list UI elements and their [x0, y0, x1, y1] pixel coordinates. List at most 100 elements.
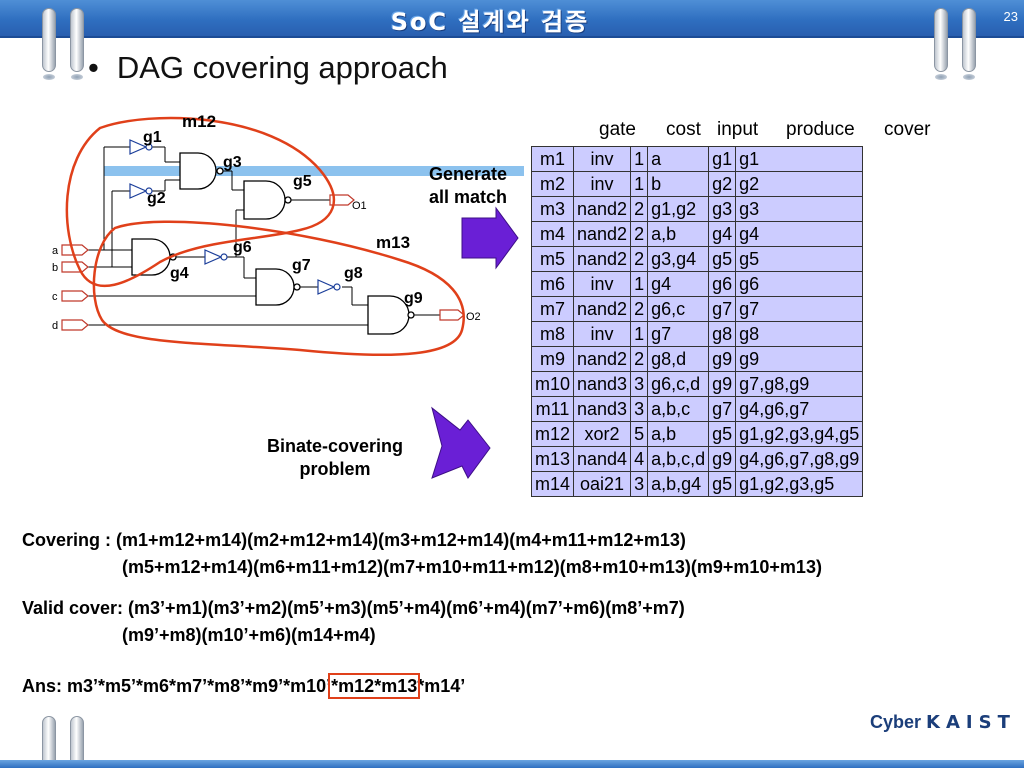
table-cell-m: m7 — [530, 296, 575, 322]
table-cell-input: a,b,g4 — [647, 471, 710, 497]
table-cell-m: m12 — [530, 421, 575, 447]
group-label-m12: m12 — [182, 112, 216, 131]
table-cell-m: m13 — [530, 446, 575, 472]
generate-label-line1: Generate — [428, 164, 508, 184]
col-header-gate: gate — [599, 119, 636, 140]
input-pin-a — [61, 244, 89, 256]
table-cell-m: m10 — [530, 371, 575, 397]
input-label-b: b — [52, 262, 58, 274]
table-cell-cost: 2 — [630, 346, 649, 372]
binate-label-line2: problem — [299, 459, 371, 479]
table-cell-cover: g4 — [735, 221, 864, 247]
table-cell-produce: g5 — [708, 471, 737, 497]
table-cell-produce: g3 — [708, 196, 737, 222]
arrow-right-icon — [461, 206, 519, 270]
inverter-g8-icon — [317, 279, 336, 295]
table-cell-input: a,b,c,d — [647, 446, 710, 472]
generate-label: Generate all match — [412, 163, 524, 209]
table-cell-input: g7 — [647, 321, 710, 347]
table-cell-gate: nand3 — [573, 396, 632, 422]
table-cell-input: g1,g2 — [647, 196, 710, 222]
binder-hole-icon — [71, 74, 83, 80]
table-cell-gate: nand2 — [573, 196, 632, 222]
inverter-g1-icon — [129, 139, 148, 155]
table-cell-cost: 1 — [630, 321, 649, 347]
table-cell-m: m8 — [530, 321, 575, 347]
input-label-c: c — [52, 291, 58, 303]
table-cell-cover: g4,g6,g7,g8,g9 — [735, 446, 864, 472]
input-label-d: d — [52, 320, 58, 332]
valid-cover-line2: (m9’+m8)(m10’+m6)(m14+m4) — [122, 625, 376, 645]
table-cell-cost: 2 — [630, 296, 649, 322]
gate-label-g4: g4 — [170, 265, 189, 282]
table-cell-cost: 2 — [630, 221, 649, 247]
table-cell-m: m11 — [530, 396, 575, 422]
table-cell-cost: 3 — [630, 471, 649, 497]
table-cell-cover: g9 — [735, 346, 864, 372]
table-cell-input: g4 — [647, 271, 710, 297]
logo-kaist-text: KAIST — [926, 712, 1016, 733]
bottom-bar — [0, 760, 1024, 768]
output-pin-o1 — [329, 194, 355, 206]
table-cell-m: m14 — [530, 471, 575, 497]
table-cell-gate: nand4 — [573, 446, 632, 472]
table-cell-cover: g7 — [735, 296, 864, 322]
bus-line — [104, 166, 524, 176]
covering-line2: (m5+m12+m14)(m6+m11+m12)(m7+m10+m11+m12)… — [122, 557, 822, 577]
binder-hole-icon — [43, 74, 55, 80]
nand-g3-icon — [179, 152, 217, 190]
table-cell-cover: g1 — [735, 146, 864, 172]
table-cell-produce: g7 — [708, 396, 737, 422]
table-cell-m: m1 — [530, 146, 575, 172]
binder-ring-icon — [934, 8, 948, 72]
table-cell-produce: g5 — [708, 246, 737, 272]
table-cell-produce: g1 — [708, 146, 737, 172]
table-cell-produce: g9 — [708, 346, 737, 372]
table-cell-produce: g2 — [708, 171, 737, 197]
binder-hole-icon — [963, 74, 975, 80]
table-cell-input: g3,g4 — [647, 246, 710, 272]
table-cell-input: a,b,c — [647, 396, 710, 422]
input-pin-c — [61, 290, 89, 302]
cyber-kaist-logo: Cyber KAIST — [870, 712, 1016, 733]
covering-line1: Covering : (m1+m12+m14)(m2+m12+m14)(m3+m… — [22, 530, 686, 550]
table-cell-gate: inv — [573, 146, 632, 172]
output-label-o2: O2 — [466, 311, 481, 323]
group-label-m13: m13 — [376, 233, 410, 252]
page-number: 23 — [1003, 9, 1018, 24]
table-cell-cover: g7,g8,g9 — [735, 371, 864, 397]
table-cell-cover: g8 — [735, 321, 864, 347]
cover-m12-outline — [65, 116, 336, 288]
col-header-cover: cover — [884, 119, 931, 140]
table-cell-cover: g6 — [735, 271, 864, 297]
gate-label-g1: g1 — [143, 129, 162, 146]
table-cell-cost: 1 — [630, 146, 649, 172]
table-cell-produce: g4 — [708, 221, 737, 247]
gate-label-g7: g7 — [292, 257, 311, 274]
table-cell-produce: g5 — [708, 421, 737, 447]
binder-hole-icon — [935, 74, 947, 80]
col-header-input: input — [717, 119, 759, 140]
table-cell-cover: g5 — [735, 246, 864, 272]
table-cell-input: g8,d — [647, 346, 710, 372]
gate-label-g6: g6 — [233, 239, 252, 256]
binder-ring-icon — [962, 8, 976, 72]
table-cell-cover: g1,g2,g3,g4,g5 — [735, 421, 864, 447]
title-bar: SoC 설계와 검증 23 — [0, 0, 1024, 38]
gate-label-g9: g9 — [404, 290, 423, 307]
valid-cover-line1: Valid cover: (m3’+m1)(m3’+m2)(m5’+m3)(m5… — [22, 598, 685, 618]
gate-label-g3: g3 — [223, 154, 242, 171]
gate-label-g8: g8 — [344, 265, 363, 282]
table-cell-gate: inv — [573, 321, 632, 347]
table-cell-input: a,b — [647, 221, 710, 247]
table-cell-gate: xor2 — [573, 421, 632, 447]
table-cell-produce: g9 — [708, 446, 737, 472]
heading-text: DAG covering approach — [116, 50, 448, 85]
binder-ring-icon — [70, 8, 84, 72]
